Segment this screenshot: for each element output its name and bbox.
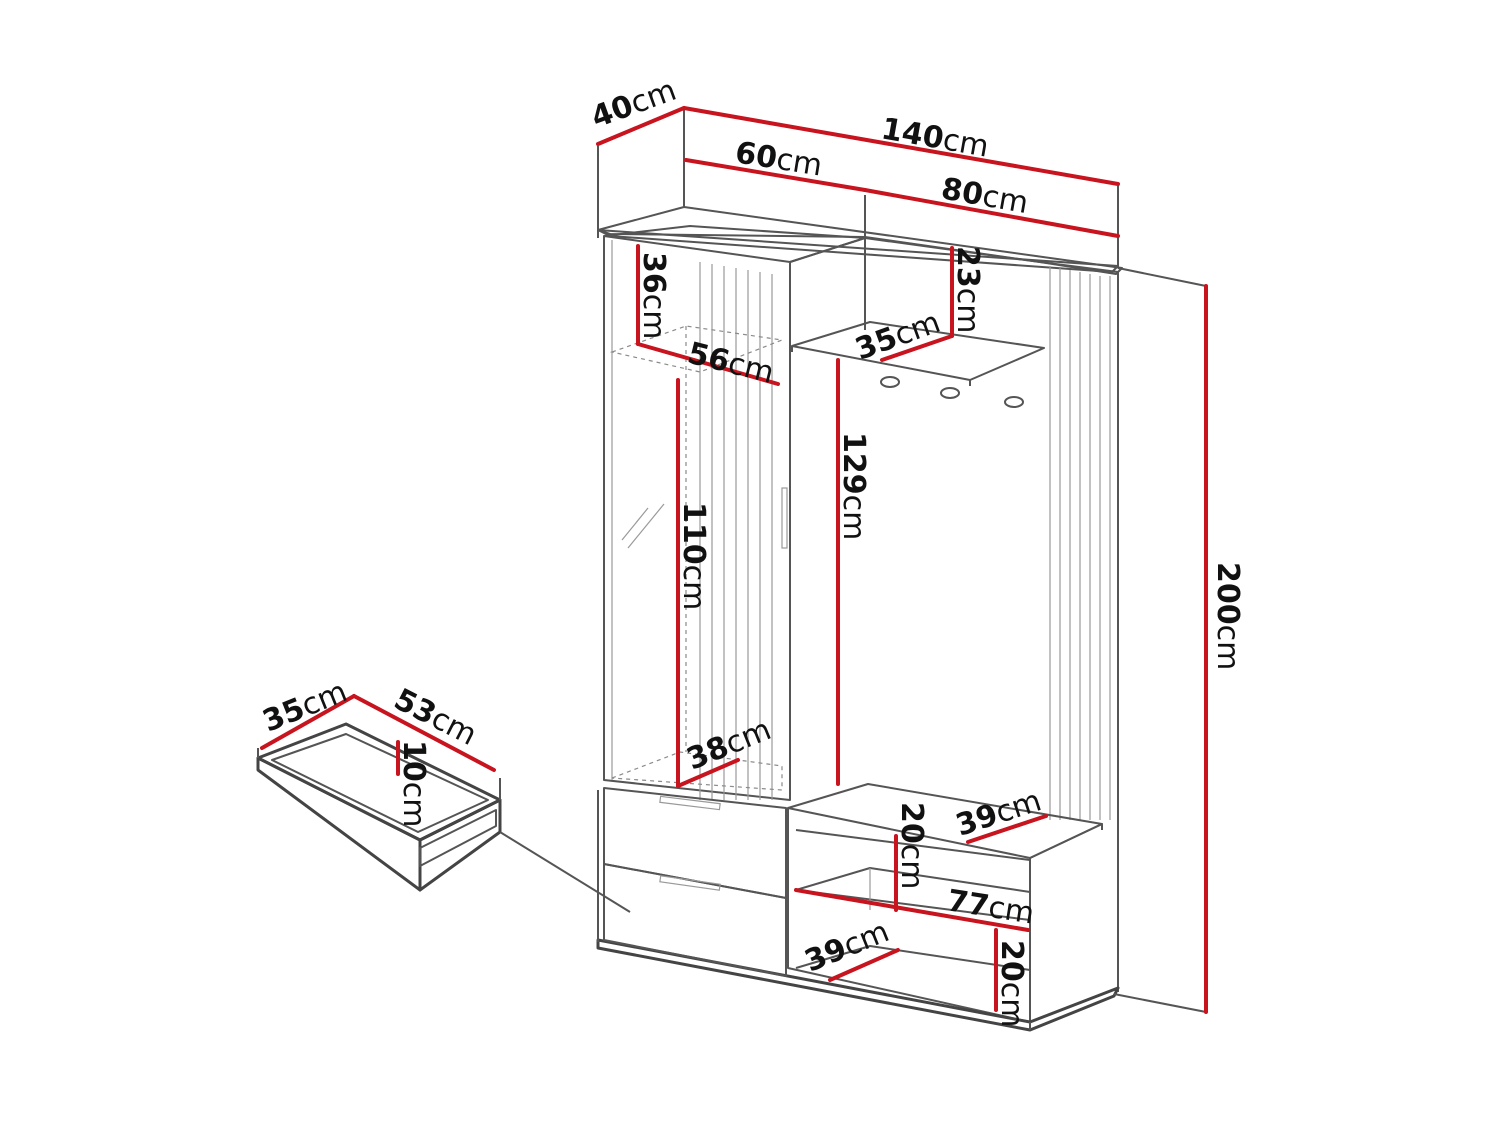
label-bench-depth: 39cm <box>952 783 1046 843</box>
side-slats <box>1049 266 1111 820</box>
dim-line-cab-depth <box>676 758 740 788</box>
label-height-total: 200cm <box>1210 562 1245 670</box>
dim-line-shelf-depth <box>880 334 954 362</box>
mirror-slats <box>699 262 773 800</box>
label-top-comp-h: 36cm <box>636 252 671 339</box>
dim-line-width-left <box>684 158 867 192</box>
dim-line-lower-depth <box>828 948 900 982</box>
dim-line-top-comp-w <box>636 342 780 386</box>
door-handle <box>781 487 788 549</box>
coat-hooks <box>880 376 1024 408</box>
dim-line-bench-depth <box>966 814 1048 844</box>
label-width-left: 60cm <box>733 135 825 183</box>
wardrobe-outline <box>596 206 1123 1032</box>
dim-line-bench-w <box>794 888 1030 932</box>
label-lower-depth: 39cm <box>800 914 894 979</box>
label-drawer-h: 10cm <box>396 740 431 827</box>
mirror-glint <box>621 507 649 541</box>
label-top-comp-w: 56cm <box>684 336 777 391</box>
label-hanger-h: 129cm <box>836 432 871 540</box>
label-door-h: 110cm <box>676 502 711 610</box>
label-width-total: 140cm <box>879 111 992 164</box>
drawer-handle <box>659 875 721 891</box>
label-width-right: 80cm <box>939 171 1031 221</box>
label-depth-top: 40cm <box>587 73 681 136</box>
dim-line-drawer-w <box>352 694 496 772</box>
dim-line-depth-top <box>596 106 686 146</box>
leader-line <box>499 831 631 913</box>
label-drawer-depth: 35cm <box>258 674 352 739</box>
hook-icon <box>940 387 960 399</box>
dimension-lines <box>260 106 1208 1014</box>
hook-icon <box>880 376 900 388</box>
label-bench-h: 20cm <box>894 802 929 889</box>
label-shelf-gap: 23cm <box>950 246 985 333</box>
label-bench-w: 77cm <box>945 883 1037 931</box>
drawer-detail <box>256 722 631 913</box>
extension-lines <box>257 110 1207 1013</box>
hook-icon <box>1004 396 1024 408</box>
dim-line-width-total <box>682 106 1120 186</box>
label-cab-depth: 38cm <box>682 712 776 777</box>
drawer-handle <box>659 795 721 811</box>
label-lower-h: 20cm <box>994 940 1029 1027</box>
dim-line-width-right <box>863 188 1120 238</box>
dim-line-drawer-depth <box>260 694 356 750</box>
